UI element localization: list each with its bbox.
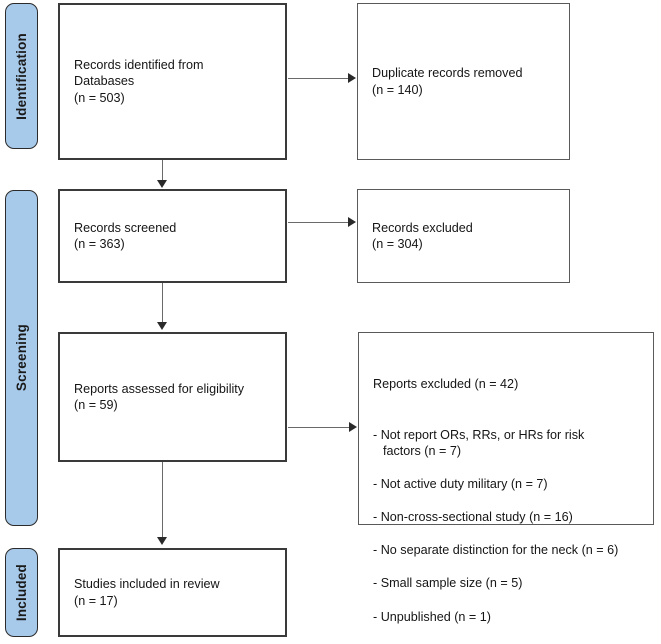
box-studies-included-text: Studies included in review (n = 17) <box>74 577 220 608</box>
box-records-screened: Records screened (n = 363) <box>58 189 287 283</box>
box-records-identified: Records identified from Databases (n = 5… <box>58 3 287 160</box>
box-duplicates-removed-text: Duplicate records removed (n = 140) <box>372 66 523 97</box>
reason-item: - Non-cross-sectional study (n = 16) <box>373 510 573 525</box>
reports-excluded-reason-list: - Not report ORs, RRs, or HRs for risk f… <box>373 410 618 642</box>
stage-pill-screening: Screening <box>5 190 38 526</box>
box-reports-assessed-text: Reports assessed for eligibility (n = 59… <box>74 381 245 413</box>
reason-item: - Not report ORs, RRs, or HRs for risk f… <box>373 427 585 459</box>
box-records-screened-text: Records screened (n = 363) <box>74 220 177 252</box>
stage-label-included: Included <box>14 563 29 622</box>
reason-item: - No separate distinction for the neck (… <box>373 543 619 558</box>
box-records-excluded-text: Records excluded (n = 304) <box>372 220 473 252</box>
box-studies-included: Studies included in review (n = 17) <box>58 548 287 637</box>
box-reports-assessed: Reports assessed for eligibility (n = 59… <box>58 332 287 462</box>
box-records-excluded: Records excluded (n = 304) <box>357 189 570 283</box>
box-duplicates-removed: Duplicate records removed (n = 140) <box>357 3 570 160</box>
arrowhead-to-duplicates <box>348 72 356 83</box>
stage-label-screening: Screening <box>14 324 29 392</box>
arrowhead-to-studies-included <box>157 537 167 545</box>
reason-item: - Unpublished (n = 1) <box>373 609 491 624</box>
arrowhead-to-assessed <box>157 322 167 330</box>
connector-screened-to-excluded <box>288 222 349 223</box>
box-records-identified-text: Records identified from Databases (n = 5… <box>74 57 204 105</box>
box-reports-excluded-heading: Reports excluded (n = 42) <box>373 376 519 391</box>
stage-pill-identification: Identification <box>5 3 38 149</box>
connector-screened-to-assessed <box>162 283 163 323</box>
connector-assessed-to-included <box>162 462 163 538</box>
connector-identified-to-screened <box>162 160 163 181</box>
box-reports-excluded: Reports excluded (n = 42) - Not report O… <box>358 332 654 624</box>
arrowhead-to-records-excluded <box>348 216 356 227</box>
stage-label-identification: Identification <box>14 32 29 120</box>
connector-assessed-to-reports-excluded <box>288 427 350 428</box>
reason-item: - Small sample size (n = 5) <box>373 576 523 591</box>
arrowhead-to-reports-excluded <box>349 421 357 432</box>
arrowhead-to-screened <box>157 180 167 188</box>
reason-item: - Not active duty military (n = 7) <box>373 477 548 492</box>
stage-pill-included: Included <box>5 548 38 637</box>
connector-identified-to-duplicates <box>288 78 349 79</box>
